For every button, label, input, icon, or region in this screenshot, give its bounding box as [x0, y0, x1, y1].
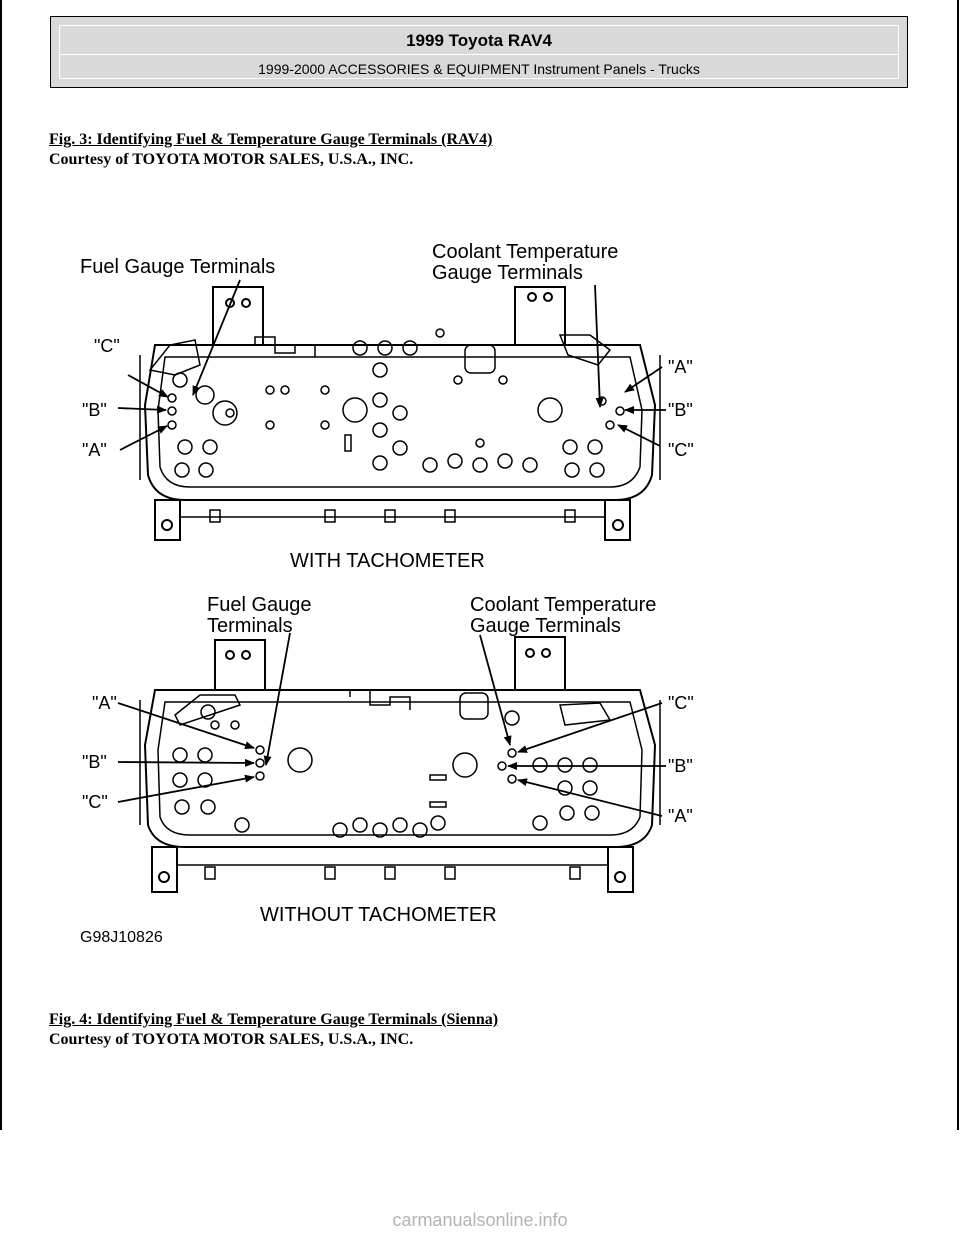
- page-border-left: [0, 0, 2, 1130]
- page-header-subtitle: 1999-2000 ACCESSORIES & EQUIPMENT Instru…: [258, 61, 700, 77]
- bottom-coolant-label-line2: Gauge Terminals: [470, 615, 621, 637]
- top-coolant-label-line2: Gauge Terminals: [432, 262, 583, 284]
- top-diagram-caption: WITH TACHOMETER: [290, 550, 485, 572]
- diagram-code: G98J10826: [80, 929, 163, 946]
- bottom-coolant-label-line1: Coolant Temperature: [470, 594, 656, 616]
- page-header-inner: [59, 25, 899, 79]
- bottom-left-terminal-c: "C": [82, 792, 108, 812]
- fig3-courtesy: Courtesy of TOYOTA MOTOR SALES, U.S.A., …: [49, 151, 414, 168]
- page-header-title: 1999 Toyota RAV4: [406, 31, 552, 50]
- bottom-fuel-label-line2: Terminals: [207, 615, 293, 637]
- bottom-leader-lines: [117, 632, 666, 817]
- top-fuel-gauge-label: Fuel Gauge Terminals: [80, 256, 275, 278]
- top-coolant-label-line1: Coolant Temperature: [432, 241, 618, 263]
- top-left-terminal-c: "C": [94, 336, 120, 356]
- top-left-terminal-b: "B": [82, 400, 107, 420]
- top-right-terminal-c: "C": [668, 440, 694, 460]
- bottom-right-terminal-a: "A": [668, 806, 693, 826]
- fig4-courtesy: Courtesy of TOYOTA MOTOR SALES, U.S.A., …: [49, 1031, 414, 1048]
- page-border-right: [957, 0, 959, 1130]
- cluster-with-tachometer: [139, 286, 661, 541]
- fig4-title: Fig. 4: Identifying Fuel & Temperature G…: [49, 1011, 499, 1028]
- bottom-right-terminal-c: "C": [668, 693, 694, 713]
- top-leader-lines: [117, 279, 666, 451]
- watermark: carmanualsonline.info: [392, 1210, 568, 1230]
- bottom-fuel-label-line1: Fuel Gauge: [207, 594, 312, 616]
- page-header-divider: [59, 54, 899, 55]
- top-left-terminal-a: "A": [82, 440, 107, 460]
- bottom-right-terminal-b: "B": [668, 756, 693, 776]
- cluster-without-tachometer: [139, 636, 661, 893]
- bottom-left-terminal-b: "B": [82, 752, 107, 772]
- top-right-terminal-b: "B": [668, 400, 693, 420]
- fig3-title: Fig. 3: Identifying Fuel & Temperature G…: [49, 131, 493, 148]
- top-right-terminal-a: "A": [668, 357, 693, 377]
- page-header: 1999 Toyota RAV4 1999-2000 ACCESSORIES &…: [50, 16, 908, 88]
- bottom-left-terminal-a: "A": [92, 693, 117, 713]
- instrument-cluster-diagram: Fuel Gauge Terminals Coolant Temperature…: [80, 241, 694, 946]
- bottom-diagram-caption: WITHOUT TACHOMETER: [260, 904, 497, 926]
